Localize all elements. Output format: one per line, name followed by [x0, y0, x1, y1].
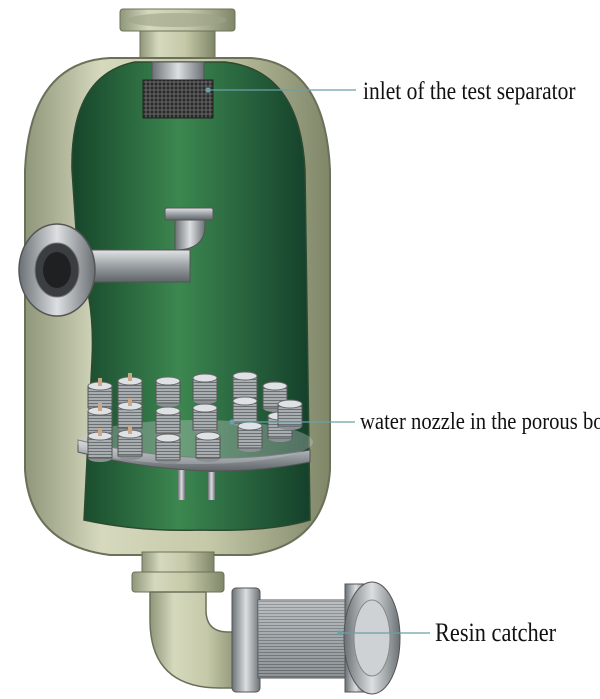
inlet-distributor	[142, 61, 214, 119]
water-nozzle	[87, 428, 113, 462]
bottom-outlet-elbow	[131, 551, 246, 689]
board-supports	[178, 470, 215, 500]
top-inlet-flange	[119, 8, 236, 66]
resin-catcher	[231, 581, 401, 695]
water-nozzle	[155, 433, 181, 464]
water-nozzle	[195, 431, 221, 462]
water-nozzle	[155, 376, 181, 407]
callout-leaders	[205, 87, 430, 636]
label-inlet: inlet of the test separator	[363, 78, 576, 105]
water-nozzle	[192, 373, 218, 404]
water-nozzle	[155, 406, 181, 437]
side-nozzle-pipe	[18, 207, 214, 317]
water-nozzle-group	[87, 371, 303, 464]
water-nozzle	[87, 378, 113, 412]
water-nozzle	[277, 399, 303, 430]
label-resin-catcher: Resin catcher	[435, 618, 557, 647]
water-nozzle	[192, 403, 218, 434]
water-nozzle	[117, 398, 143, 432]
water-nozzle	[237, 421, 263, 452]
water-nozzle	[117, 426, 143, 460]
label-water-nozzle: water nozzle in the porous board	[360, 409, 600, 435]
